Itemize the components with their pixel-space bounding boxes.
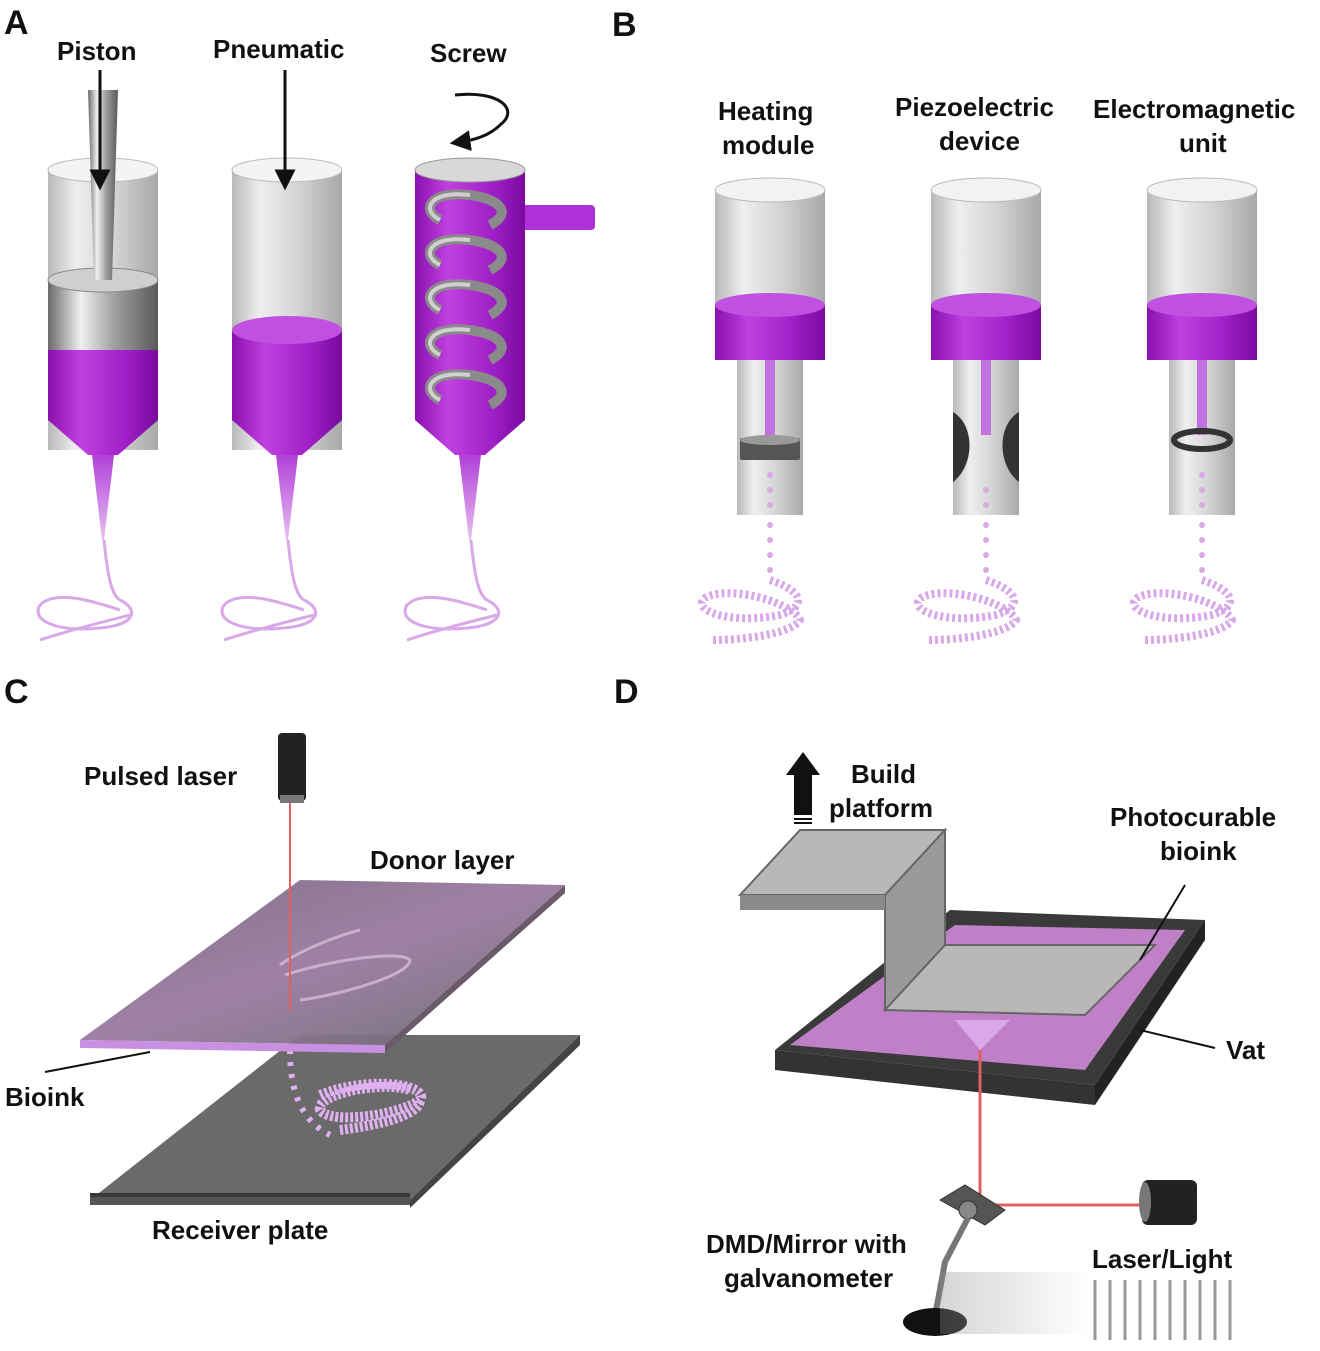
pneumatic-nozzle [276, 455, 298, 540]
label-heating-1: Heating [718, 96, 813, 126]
screw-nozzle [459, 455, 481, 540]
label-donor-layer: Donor layer [370, 845, 515, 875]
piezo-element-left [953, 412, 970, 482]
photocurable-leader-line [1139, 884, 1186, 961]
pneumatic-syringe: Pneumatic [213, 34, 345, 642]
label-heating-2: module [722, 130, 814, 160]
bioink-leader-line [44, 1051, 151, 1073]
donor-pattern [279, 928, 412, 1002]
dmd-mirror [903, 1184, 1090, 1336]
screw-rotation-arrow [449, 92, 510, 152]
label-build-2: platform [829, 793, 933, 823]
panel-a-letter: A [4, 4, 29, 42]
screw-syringe: Screw [403, 38, 595, 642]
piston-bioink [48, 340, 158, 420]
heating-droplets [767, 472, 773, 573]
laser-head [278, 733, 306, 801]
panel-d-letter: D [614, 673, 639, 711]
cured-bioink [955, 1020, 1010, 1050]
electromagnetic-printer: Electromagnetic unit [1093, 94, 1295, 644]
em-coil-ring [1171, 428, 1233, 452]
panel-c: C Pulsed laser Donor layer Bioink Rec [4, 673, 580, 1245]
label-dmd-2: galvanometer [724, 1263, 893, 1293]
label-vat: Vat [1226, 1035, 1265, 1065]
donor-layer [80, 880, 565, 1053]
panel-d: D [614, 673, 1276, 1340]
label-laser-light: Laser/Light [1092, 1244, 1232, 1274]
label-screw: Screw [430, 38, 507, 68]
piston-syringe: Piston [36, 36, 159, 642]
piezo-droplets [983, 487, 989, 573]
laser-light-source [1093, 1180, 1232, 1340]
receiver-printed-strand [314, 1078, 427, 1135]
label-pulsed-laser: Pulsed laser [84, 761, 237, 791]
piezoelectric-printer: Piezoelectric device [895, 92, 1054, 644]
screw-inlet [520, 205, 595, 230]
label-piezo-1: Piezoelectric [895, 92, 1054, 122]
label-photo-2: bioink [1160, 836, 1237, 866]
panel-c-letter: C [4, 673, 29, 711]
piston-printed-strand [36, 539, 133, 642]
label-dmd-1: DMD/Mirror with [706, 1229, 907, 1259]
label-piezo-2: device [939, 126, 1020, 156]
heating-printed-strand [698, 576, 805, 644]
em-printed-strand [1130, 576, 1237, 644]
bioink-film [80, 1040, 385, 1053]
label-build-1: Build [851, 759, 916, 789]
piezo-printed-strand [914, 576, 1021, 644]
pulsed-laser [278, 733, 306, 1010]
label-em-2: unit [1179, 128, 1227, 158]
label-receiver-plate: Receiver plate [152, 1215, 328, 1245]
screw-printed-strand [403, 539, 500, 642]
label-photo-1: Photocurable [1110, 802, 1276, 832]
label-bioink: Bioink [5, 1082, 85, 1112]
em-droplets [1199, 472, 1205, 573]
panel-b: B Heating module [612, 6, 1295, 644]
piston-nozzle [92, 455, 114, 540]
light-source-shadow [1093, 1280, 1232, 1340]
panel-b-letter: B [612, 6, 637, 44]
light-source-body [1142, 1180, 1197, 1225]
vat-leader-line [1139, 1029, 1216, 1049]
heating-module-printer: Heating module [698, 96, 826, 644]
transfer-droplets [287, 1049, 332, 1138]
label-pneumatic: Pneumatic [213, 34, 345, 64]
label-em-1: Electromagnetic [1093, 94, 1295, 124]
pneumatic-printed-strand [220, 539, 317, 642]
panel-a: A Piston Pneumatic [4, 4, 595, 642]
label-piston: Piston [57, 36, 136, 66]
build-platform [737, 827, 1158, 1017]
piezo-element-right [1002, 412, 1019, 482]
pneumatic-bioink [232, 330, 342, 420]
up-arrow [786, 752, 820, 824]
